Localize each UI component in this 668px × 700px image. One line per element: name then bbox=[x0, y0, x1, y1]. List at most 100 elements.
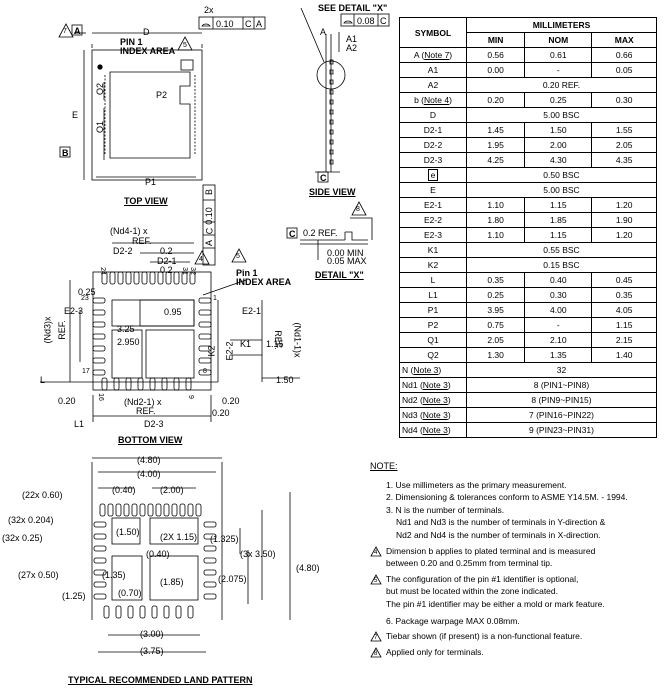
side-dim-a1: A1 bbox=[346, 34, 358, 44]
symbol-text: P2 bbox=[427, 320, 439, 330]
bv-v020c: 0.20 bbox=[212, 408, 230, 418]
bv-v150: 1.50 bbox=[276, 375, 294, 385]
note8-triangle-icon bbox=[370, 646, 382, 658]
bottom-view-outline bbox=[40, 242, 300, 422]
bv-pin24: 24 bbox=[98, 267, 106, 275]
table-cell-symbol: A2 bbox=[399, 77, 467, 93]
bv-pin9: 9 bbox=[186, 395, 194, 399]
symbol-text: E bbox=[430, 185, 436, 195]
table-cell-symbol: Q2 bbox=[399, 347, 467, 363]
table-cell-nom: 4.00 bbox=[524, 302, 593, 318]
fcf-boxes bbox=[198, 13, 390, 30]
bv-pin17: 17 bbox=[82, 368, 90, 375]
bv-v115: 1.15 bbox=[266, 339, 284, 349]
bv-pin8: 8 bbox=[203, 368, 207, 375]
symbol-note-ref: Note 3 bbox=[422, 425, 448, 435]
table-cell-value: 8 (PIN1~PIN8) bbox=[466, 377, 657, 393]
th-nom: NOM bbox=[524, 32, 593, 48]
bv-e2-2: E2-2 bbox=[224, 341, 235, 361]
table-cell-min: 2.05 bbox=[465, 332, 526, 348]
table-cell-value: 32 bbox=[466, 362, 657, 378]
see-detail-label: SEE DETAIL "X" bbox=[318, 3, 388, 13]
bv-nd1: (Nd1-1)x bbox=[292, 322, 303, 358]
bv-v020a: 0.20 bbox=[58, 396, 76, 406]
lp-d27: (27x 0.50) bbox=[18, 570, 59, 580]
table-row: Nd1 (Note 3)8 (PIN1~PIN8) bbox=[399, 377, 657, 393]
top-view-outline bbox=[74, 32, 203, 181]
symbol-text: D bbox=[429, 110, 437, 120]
fcf-datum-a: A bbox=[256, 19, 263, 29]
table-cell-symbol: b (Note 4) bbox=[399, 92, 467, 108]
bottom-view-pins-top bbox=[101, 271, 196, 285]
bv-nd2-ref: REF. bbox=[136, 406, 156, 416]
symbol-text: b bbox=[414, 95, 419, 105]
table-cell-max: 0.05 bbox=[591, 62, 657, 78]
table-cell-nom: 0.25 bbox=[524, 92, 593, 108]
table-row: K2 0.15 BSC bbox=[399, 257, 657, 273]
note7-text: Tiebar shown (if present) is a non-funct… bbox=[386, 631, 583, 642]
table-cell-nom: 1.15 bbox=[524, 197, 593, 213]
table-cell-symbol: N (Note 3) bbox=[399, 362, 467, 378]
land-pattern-pads-right bbox=[203, 521, 217, 600]
symbol-note-ref: Note 3 bbox=[422, 410, 448, 420]
note5-marker: 5 bbox=[183, 42, 187, 49]
table-cell-max: 0.30 bbox=[591, 92, 657, 108]
table-cell-nom: 1.35 bbox=[524, 347, 593, 363]
fcf-datum-c: C bbox=[245, 19, 252, 29]
bv-pin23: 23 bbox=[81, 295, 89, 302]
th-min: MIN bbox=[465, 32, 526, 48]
dim-q1: Q1 bbox=[95, 120, 106, 134]
note-1: 1. Use millimeters as the primary measur… bbox=[386, 479, 567, 490]
note-4: 4 Dimension b applies to plated terminal… bbox=[370, 545, 660, 558]
bv-nd4-ref: REF. bbox=[132, 236, 152, 246]
note4-line1: Dimension b applies to plated terminal a… bbox=[386, 545, 596, 556]
lp-d125: (1.25) bbox=[62, 591, 86, 601]
symbol-boxed: e bbox=[427, 169, 439, 181]
table-cell-min: 0.35 bbox=[465, 272, 526, 288]
lp-d070: (0.70) bbox=[118, 588, 142, 598]
note-triangles bbox=[58, 23, 367, 265]
lp-d375: (3.75) bbox=[140, 646, 164, 656]
table-cell-value: 0.15 BSC bbox=[466, 257, 657, 273]
detail-datum-c: C bbox=[289, 229, 296, 239]
dim-d: D bbox=[143, 27, 150, 37]
table-cell-symbol: P1 bbox=[399, 302, 467, 318]
symbol-text: Q1 bbox=[427, 335, 439, 345]
bv-note4-marker: 4 bbox=[199, 256, 203, 263]
bv-fcf-value: 0.10 bbox=[203, 207, 214, 225]
side-dim-a2: A2 bbox=[346, 43, 358, 53]
bv-e2-1: E2-1 bbox=[242, 306, 262, 316]
lp-d22: (22x 0.60) bbox=[22, 490, 63, 500]
note5-triangle-icon bbox=[370, 573, 382, 585]
table-cell-max: 4.05 bbox=[591, 302, 657, 318]
table-cell-symbol: e bbox=[399, 167, 467, 183]
table-row: N (Note 3)32 bbox=[399, 362, 657, 378]
table-cell-min: 1.30 bbox=[465, 347, 526, 363]
note-5: 5 The configuration of the pin #1 identi… bbox=[370, 573, 660, 586]
table-cell-symbol: A1 bbox=[399, 62, 467, 78]
symbol-text: K2 bbox=[427, 260, 439, 270]
table-cell-max: 1.40 bbox=[591, 347, 657, 363]
bv-e2-3: E2-3 bbox=[64, 306, 84, 316]
note7-marker: 7 bbox=[63, 28, 67, 35]
symbol-note-ref: Note 3 bbox=[422, 380, 448, 390]
table-cell-symbol: K1 bbox=[399, 242, 467, 258]
symbol-text: D2-3 bbox=[423, 155, 443, 165]
symbol-note-ref: Note 7 bbox=[424, 50, 450, 60]
symbol-text: E2-3 bbox=[424, 230, 442, 240]
side-dim-a: A bbox=[320, 27, 327, 37]
table-cell-symbol: L bbox=[399, 272, 467, 288]
table-cell-max: 1.55 bbox=[591, 122, 657, 138]
lp-d040a: (0.40) bbox=[112, 485, 136, 495]
side-datum-c: C bbox=[320, 173, 327, 183]
fcf-count: 2x bbox=[204, 5, 214, 15]
datum-a: A bbox=[74, 26, 81, 36]
bv-k1: K1 bbox=[240, 339, 252, 349]
th-symbol: SYMBOL bbox=[399, 17, 467, 48]
